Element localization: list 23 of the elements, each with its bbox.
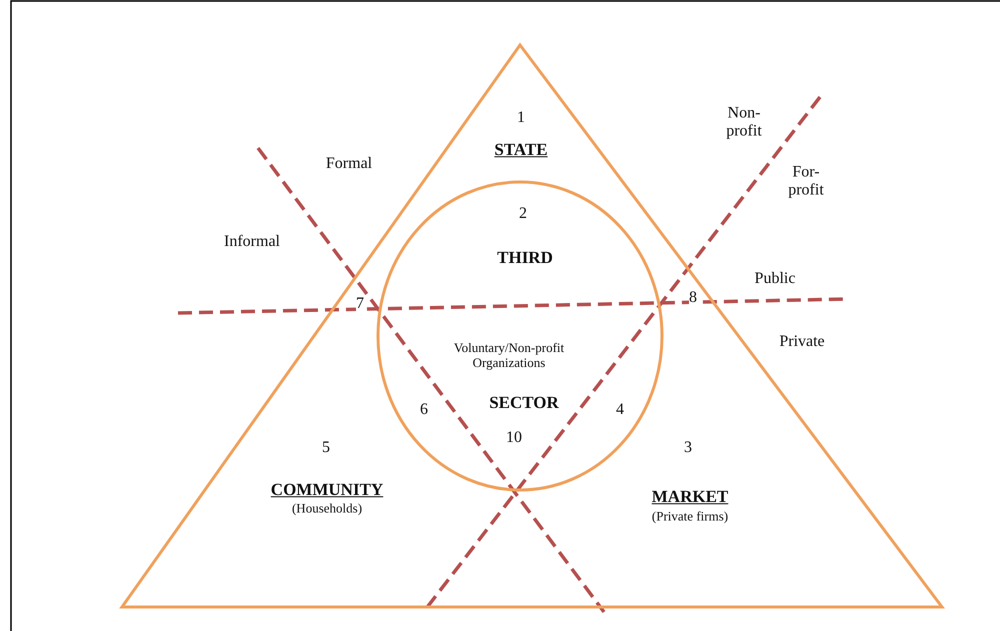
sector-number: 1 [517,108,525,128]
sector-heading: THIRD [497,248,553,268]
sector-heading: SECTOR [489,393,559,413]
sector-number: 10 [506,428,522,448]
axis-label: Public [754,270,796,288]
sector-number: 5 [322,438,330,458]
axis-label: Private [779,332,825,352]
sector-heading: COMMUNITY [270,480,384,500]
axis-label: For-profit [787,164,825,200]
axis-label: Formal [326,154,372,174]
axis-label: Informal [224,232,280,252]
sector-number: 6 [420,400,428,420]
sector-note: (Private firms) [652,510,728,524]
sector-note: Voluntary/Non-profit Organizations [452,341,566,371]
sector-number: 2 [519,204,527,224]
axis-label: Non-profit [725,104,763,142]
sector-number: 3 [684,438,692,458]
sector-number: 7 [356,294,364,314]
sector-number: 8 [689,288,697,308]
sector-note: (Households) [292,502,362,516]
sector-heading: STATE [494,140,548,160]
sector-number: 4 [616,400,624,420]
sector-heading: MARKET [652,487,728,507]
